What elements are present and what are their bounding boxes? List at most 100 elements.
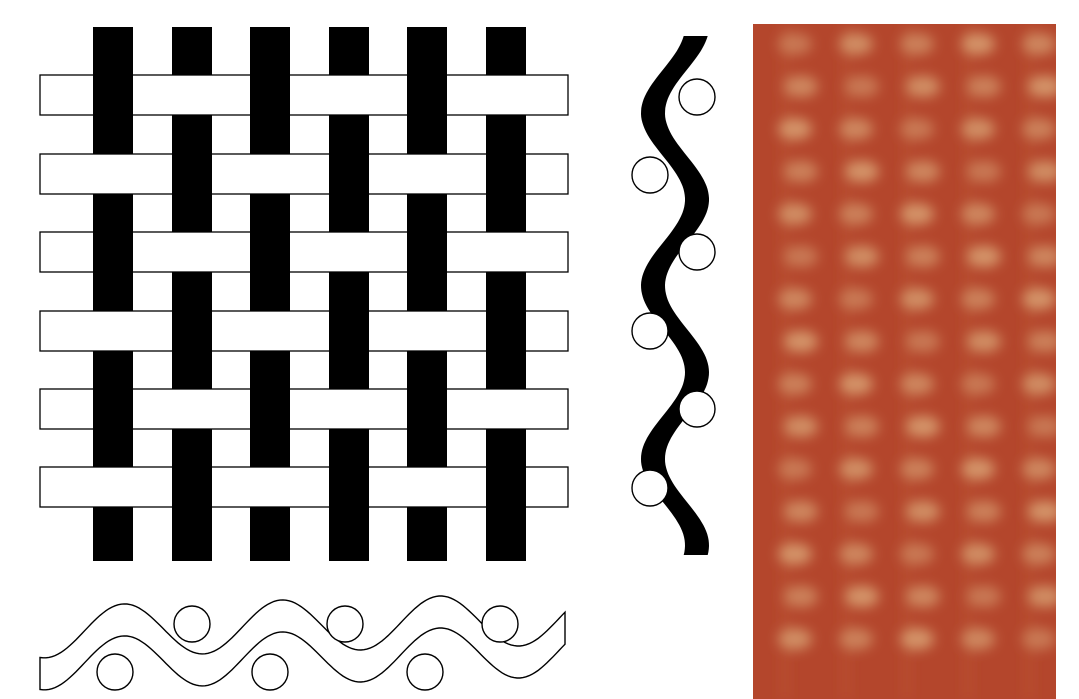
plain-weave-diagram — [40, 27, 568, 561]
fabric-spot — [778, 458, 812, 480]
warp-over-crossing — [329, 466, 369, 508]
fabric-spot — [967, 246, 1001, 268]
fabric-spot — [906, 246, 940, 268]
fabric-photo — [753, 24, 1079, 699]
warp-over-crossing — [93, 231, 133, 273]
fabric-spot — [967, 501, 1001, 523]
fabric-spot — [1028, 161, 1062, 183]
fabric-spot — [1022, 288, 1056, 310]
fabric-spot — [1028, 76, 1062, 98]
warp-over-crossing — [172, 153, 212, 195]
fabric-spot — [967, 586, 1001, 608]
fabric-spot — [1028, 246, 1062, 268]
fabric-spot — [778, 288, 812, 310]
fabric-spot — [839, 458, 873, 480]
fabric-spot — [839, 373, 873, 395]
fabric-spot — [778, 118, 812, 140]
fabric-spot — [1022, 33, 1056, 55]
fabric-spot — [967, 76, 1001, 98]
warp-over-crossing — [329, 153, 369, 195]
fabric-spot — [906, 76, 940, 98]
fabric-spot — [906, 161, 940, 183]
weft-fiber-circle — [679, 234, 715, 270]
fabric-spot — [900, 628, 934, 650]
fabric-spot — [784, 246, 818, 268]
fabric-spot — [1028, 416, 1062, 438]
fabric-spot — [900, 33, 934, 55]
fabric-spot — [961, 118, 995, 140]
fabric-spot — [784, 331, 818, 353]
fabric-spot — [906, 416, 940, 438]
warp-fiber-circle — [327, 606, 363, 642]
fabric-spot — [1022, 373, 1056, 395]
warp-fiber-circle — [482, 606, 518, 642]
fabric-spot — [961, 628, 995, 650]
fabric-spot — [900, 288, 934, 310]
fabric-spot — [839, 33, 873, 55]
fabric-spot — [1022, 458, 1056, 480]
warp-over-crossing — [250, 74, 290, 116]
fabric-spot — [784, 76, 818, 98]
fabric-spot — [845, 416, 879, 438]
warp-over-crossing — [486, 153, 526, 195]
weft-cross-section — [40, 596, 565, 690]
fabric-spot — [839, 628, 873, 650]
fabric-spot — [778, 33, 812, 55]
warp-over-crossing — [172, 466, 212, 508]
fabric-spot — [845, 161, 879, 183]
fabric-spot — [784, 416, 818, 438]
fabric-spot — [967, 416, 1001, 438]
warp-over-crossing — [250, 231, 290, 273]
warp-fiber-circle — [97, 654, 133, 690]
weft-fiber-circle — [632, 470, 668, 506]
fabric-spot — [961, 458, 995, 480]
fabric-spot — [1022, 543, 1056, 565]
fabric-spot — [900, 543, 934, 565]
warp-over-crossing — [250, 388, 290, 430]
warp-over-crossing — [407, 388, 447, 430]
fabric-spot — [900, 373, 934, 395]
fabric-spot — [778, 203, 812, 225]
warp-over-crossing — [407, 231, 447, 273]
fabric-spot — [845, 501, 879, 523]
fabric-spot — [784, 161, 818, 183]
fabric-spot — [778, 373, 812, 395]
fabric-spot — [906, 501, 940, 523]
weft-fiber-circle — [632, 157, 668, 193]
warp-over-crossing — [93, 388, 133, 430]
fabric-spot — [839, 288, 873, 310]
warp-fiber-circle — [174, 606, 210, 642]
warp-fiber-circle — [407, 654, 443, 690]
fabric-spot — [839, 203, 873, 225]
fabric-spot — [1028, 331, 1062, 353]
fabric-spot — [900, 203, 934, 225]
fabric-spot — [845, 586, 879, 608]
fabric-spot — [1022, 628, 1056, 650]
fabric-spot — [967, 161, 1001, 183]
warp-over-crossing — [93, 74, 133, 116]
fabric-spot — [900, 458, 934, 480]
fabric-spot — [784, 501, 818, 523]
fabric-spot — [845, 76, 879, 98]
fabric-spot — [778, 628, 812, 650]
fabric-spot — [1022, 118, 1056, 140]
weft-fiber-circle — [632, 313, 668, 349]
fabric-spot — [1022, 203, 1056, 225]
fabric-spot — [906, 331, 940, 353]
fabric-spot — [1028, 501, 1062, 523]
warp-over-crossing — [486, 310, 526, 352]
fabric-spot — [778, 543, 812, 565]
fabric-spot — [839, 118, 873, 140]
fabric-spot — [906, 586, 940, 608]
warp-over-crossing — [329, 310, 369, 352]
fabric-spot — [961, 288, 995, 310]
warp-cross-section — [632, 36, 715, 555]
weft-fiber-circle — [679, 79, 715, 115]
fabric-spot — [784, 586, 818, 608]
fabric-spot — [839, 543, 873, 565]
fabric-spot — [1028, 586, 1062, 608]
fabric-spot — [961, 203, 995, 225]
weft-fiber-circle — [679, 391, 715, 427]
warp-over-crossing — [407, 74, 447, 116]
